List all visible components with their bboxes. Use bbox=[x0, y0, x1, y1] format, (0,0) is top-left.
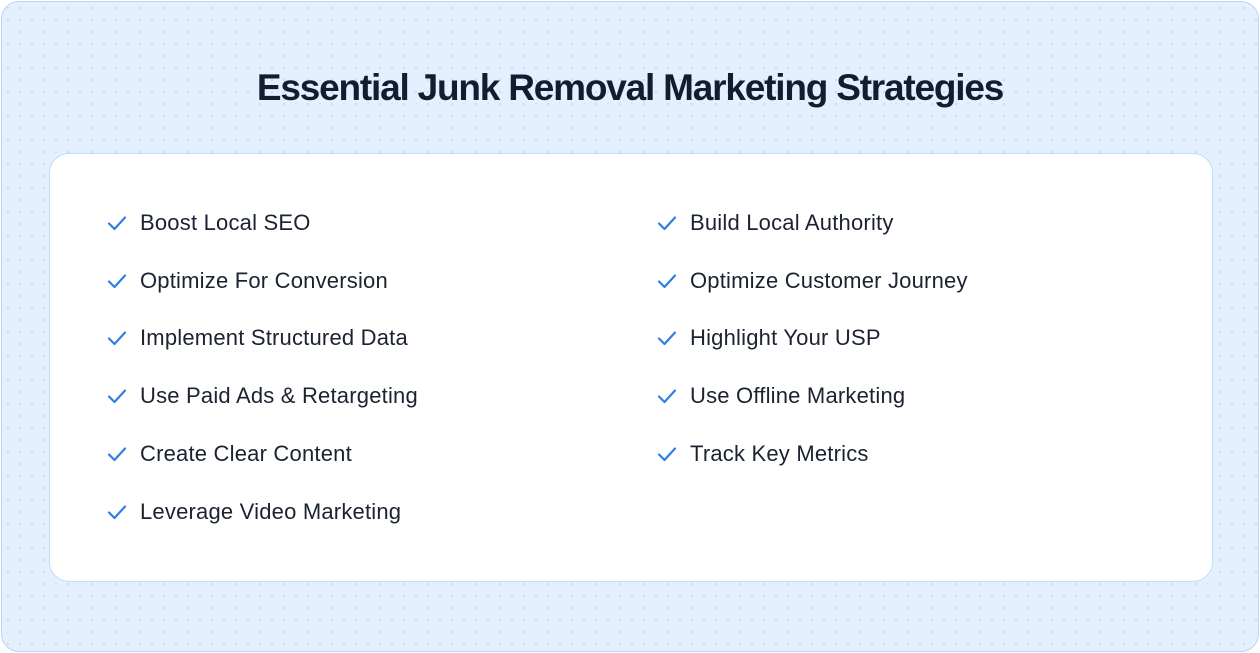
list-item: Leverage Video Marketing bbox=[106, 483, 418, 541]
strategies-list-left: Boost Local SEO Optimize For Conversion … bbox=[106, 194, 418, 541]
list-item: Create Clear Content bbox=[106, 425, 418, 483]
list-item-label: Highlight Your USP bbox=[690, 325, 881, 351]
list-item: Optimize For Conversion bbox=[106, 252, 418, 310]
checkmark-icon bbox=[656, 385, 678, 407]
checkmark-icon bbox=[106, 212, 128, 234]
list-item-label: Create Clear Content bbox=[140, 441, 352, 467]
list-item: Track Key Metrics bbox=[656, 425, 968, 483]
checkmark-icon bbox=[656, 270, 678, 292]
list-item-label: Use Offline Marketing bbox=[690, 383, 906, 409]
list-item: Boost Local SEO bbox=[106, 194, 418, 252]
list-item-label: Use Paid Ads & Retargeting bbox=[140, 383, 418, 409]
strategies-card: Boost Local SEO Optimize For Conversion … bbox=[49, 153, 1213, 582]
list-item: Build Local Authority bbox=[656, 194, 968, 252]
list-item-label: Boost Local SEO bbox=[140, 209, 311, 235]
list-item: Implement Structured Data bbox=[106, 310, 418, 368]
checkmark-icon bbox=[106, 270, 128, 292]
list-item: Use Offline Marketing bbox=[656, 367, 968, 425]
list-item-label: Optimize Customer Journey bbox=[690, 267, 968, 293]
checkmark-icon bbox=[106, 501, 128, 523]
checkmark-icon bbox=[656, 212, 678, 234]
checkmark-icon bbox=[106, 385, 128, 407]
checkmark-icon bbox=[106, 327, 128, 349]
list-item-label: Track Key Metrics bbox=[690, 441, 869, 467]
list-item-label: Leverage Video Marketing bbox=[140, 498, 402, 524]
list-item: Use Paid Ads & Retargeting bbox=[106, 367, 418, 425]
page-title: Essential Junk Removal Marketing Strateg… bbox=[256, 67, 1004, 108]
list-item-label: Implement Structured Data bbox=[140, 325, 408, 351]
list-item: Highlight Your USP bbox=[656, 310, 968, 368]
checkmark-icon bbox=[656, 327, 678, 349]
checkmark-icon bbox=[656, 443, 678, 465]
list-item-label: Optimize For Conversion bbox=[140, 267, 388, 293]
checkmark-icon bbox=[106, 443, 128, 465]
strategies-list-right: Build Local Authority Optimize Customer … bbox=[656, 194, 968, 483]
list-item-label: Build Local Authority bbox=[690, 209, 894, 235]
list-item: Optimize Customer Journey bbox=[656, 252, 968, 310]
